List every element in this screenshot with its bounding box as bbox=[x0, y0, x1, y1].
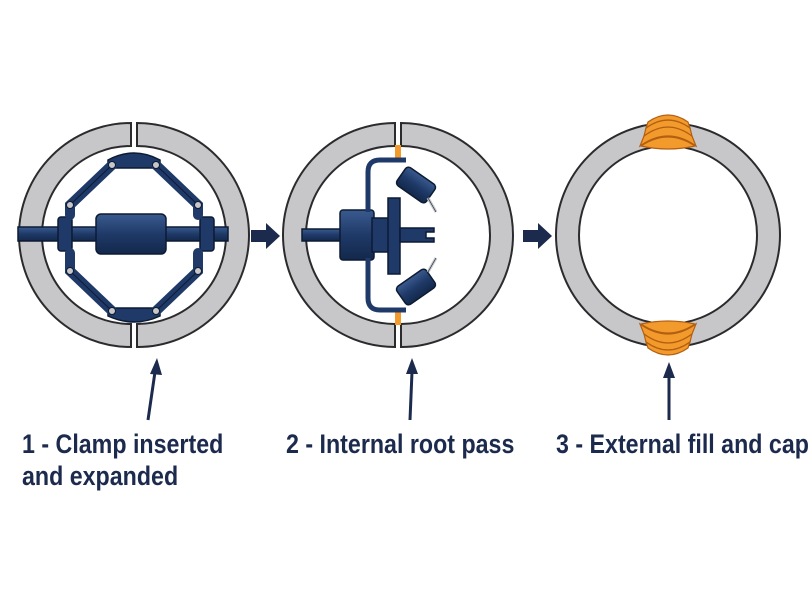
step-2-caption: 2 - Internal root pass bbox=[286, 428, 514, 460]
welder-body bbox=[339, 209, 375, 261]
root-pass-bead-top bbox=[395, 145, 401, 158]
welder-hose-bottom bbox=[365, 258, 406, 313]
weld-cap-bottom bbox=[638, 320, 698, 356]
welder-end-fork bbox=[399, 227, 435, 243]
weld-cap-top bbox=[638, 114, 698, 150]
step-1-caption-line-1: 1 - Clamp inserted bbox=[22, 429, 224, 459]
step-2-pipe-section bbox=[282, 121, 514, 421]
welder-mast bbox=[387, 197, 401, 275]
clamp-pivots bbox=[66, 161, 202, 315]
step-3-caption-line-1: 3 - External fill and cap bbox=[556, 429, 809, 459]
pointer-arrow-icon bbox=[663, 362, 675, 420]
clamp-collar-right bbox=[199, 216, 215, 252]
clamp-linkage-outline bbox=[69, 164, 199, 312]
pipe-ring-welded-fill bbox=[557, 124, 779, 346]
pointer-arrow-icon bbox=[406, 358, 418, 421]
pipe-ring-right-half bbox=[136, 121, 250, 349]
step-2-caption-line-1: 2 - Internal root pass bbox=[286, 429, 515, 459]
step-1-caption-line-2: and expanded bbox=[22, 461, 179, 491]
welder-hose-top bbox=[365, 157, 406, 212]
step-3-pipe-section bbox=[555, 114, 781, 420]
step-arrow-icon bbox=[251, 223, 280, 249]
torch-bottom bbox=[395, 257, 438, 306]
pipe-ring-left-half bbox=[18, 121, 132, 349]
root-pass-bead-bottom bbox=[395, 312, 401, 325]
step-1-pipe-section bbox=[17, 121, 250, 421]
clamp-collar-left bbox=[57, 216, 73, 252]
internal-clamp bbox=[17, 152, 229, 323]
step-1-caption: 1 - Clamp inserted and expanded bbox=[22, 428, 223, 492]
pipe-ring-right-half bbox=[400, 121, 514, 349]
pointer-arrow-icon bbox=[146, 358, 162, 421]
internal-welding-head bbox=[301, 157, 438, 313]
clamp-shoe-bottom bbox=[107, 307, 161, 323]
step-3-caption: 3 - External fill and cap bbox=[556, 428, 809, 460]
pipe-ring-left-half bbox=[282, 121, 396, 349]
clamp-body bbox=[95, 213, 167, 255]
torch-top bbox=[395, 166, 438, 213]
step-arrow-icon bbox=[523, 223, 552, 249]
